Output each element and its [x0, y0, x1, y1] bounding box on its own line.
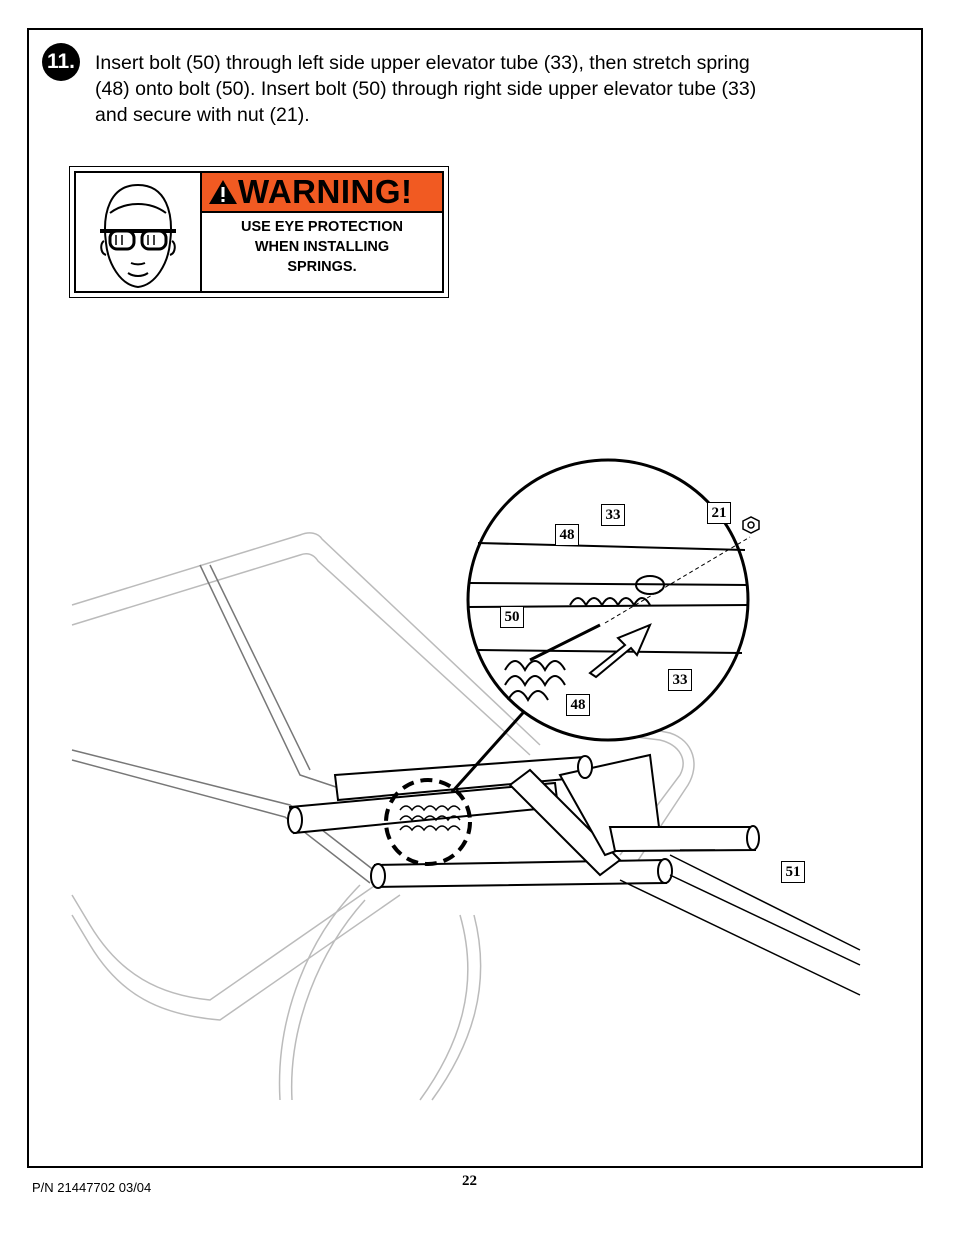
tube-51: [619, 849, 861, 996]
callout-21-nut: 21: [707, 502, 731, 524]
eye-protection-icon: [100, 183, 176, 289]
elevator-arm: [71, 564, 381, 884]
elevator-tubes: [287, 753, 760, 889]
trampoline-frame-outline: [71, 532, 695, 1101]
eye-protection-icon-cell: [76, 173, 202, 291]
detail-leader: [450, 703, 532, 794]
warning-triangle-icon: [209, 180, 237, 204]
warning-title: WARNING!: [238, 173, 413, 210]
callout-48-spring: 48: [555, 524, 579, 546]
callout-51-tube: 51: [781, 861, 805, 883]
warning-line: SPRINGS.: [287, 259, 357, 275]
page-number: 22: [462, 1173, 477, 1189]
springs: [399, 805, 461, 832]
warning-line: WHEN INSTALLING: [254, 239, 390, 255]
part-number: P/N 21447702 03/04: [32, 1180, 152, 1195]
warning-text: USE EYE PROTECTION WHEN INSTALLING SPRIN…: [202, 217, 442, 277]
detail-focus-circle: [384, 778, 472, 866]
callout-48-spring-lower: 48: [566, 694, 590, 716]
warning-header: WARNING!: [202, 173, 442, 213]
warning-label-inner: WARNING! USE EYE PROTECTION WHEN INSTALL…: [74, 171, 444, 293]
callout-33-upper-tube: 33: [601, 504, 625, 526]
nut-21: [742, 516, 760, 534]
page-frame: [27, 28, 923, 1168]
step-instruction: Insert bolt (50) through left side upper…: [95, 52, 757, 126]
step-number-badge: 11.: [42, 43, 80, 81]
warning-label: WARNING! USE EYE PROTECTION WHEN INSTALL…: [69, 166, 449, 298]
assembly-drawing: [71, 458, 861, 1101]
callout-50-bolt: 50: [500, 606, 524, 628]
callout-33-lower-tube: 33: [668, 669, 692, 691]
warning-line: USE EYE PROTECTION: [241, 219, 403, 235]
